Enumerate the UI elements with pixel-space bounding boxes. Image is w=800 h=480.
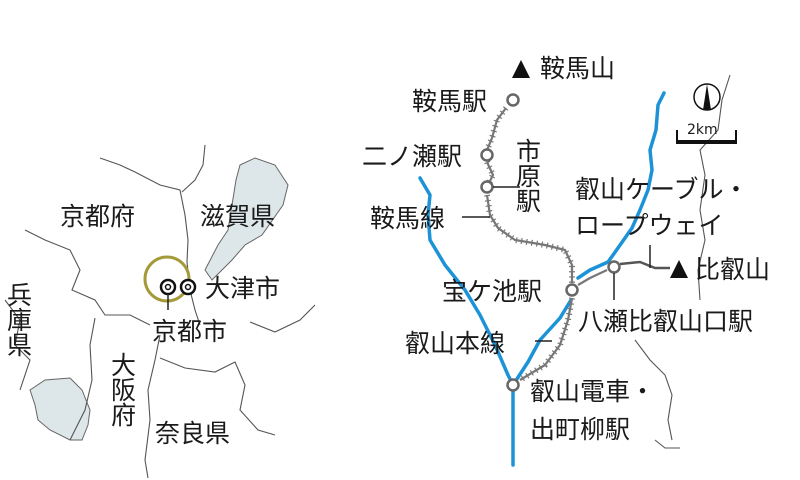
prefecture-border [249,304,316,333]
kyoto-city-marker [159,278,177,310]
yase-station-marker[interactable] [607,260,621,274]
river-branch [511,298,573,387]
detail-map: 2km 鞍馬山 鞍馬駅 二ノ瀬駅 市原駅 鞍馬線 叡山ケーブル・ ロープウェイ … [362,54,770,467]
cable-ropeway-line [619,260,670,270]
label-takaragaike-station: 宝ケ池駅 [442,277,542,306]
label-kurama-line: 鞍馬線 [370,204,445,233]
label-kyoto-city: 京都市 [152,317,227,346]
demachiyanagi-station-marker[interactable] [506,378,520,392]
boundary-line [634,339,673,441]
prefecture-border [144,334,161,479]
prefecture-border [99,157,201,326]
label-kyoto-prefecture: 京都府 [60,202,135,231]
prefecture-border [159,357,276,436]
overview-map: 京都府 滋賀県 大津市 京都市 奈良県 兵庫県 大阪府 [4,144,316,479]
mountain-icon [670,260,688,278]
takaragaike-station-marker[interactable] [565,283,579,297]
kurama-station-marker[interactable] [506,93,520,107]
label-mt-hiei: 比叡山 [695,255,770,284]
eizan-main-line-ties [518,297,575,383]
prefecture-border [4,299,31,391]
north-compass-icon [693,83,721,111]
kurama-line-track [485,107,574,283]
label-shiga-prefecture: 滋賀県 [200,202,275,231]
yase-branch-track [577,269,608,286]
osaka-bay [29,377,91,441]
label-nara-prefecture: 奈良県 [155,419,230,448]
river-kamo [418,176,515,467]
label-osaka-prefecture: 大阪府 [108,352,137,427]
ichihara-station-marker[interactable] [480,180,494,194]
ninose-station-marker[interactable] [480,148,494,162]
mountain-icon [512,60,530,78]
label-otsu-city: 大津市 [205,274,280,303]
lake-biwa [204,157,289,281]
label-mt-kurama: 鞍馬山 [540,54,615,83]
label-demachiyanagi-station: 出町柳駅 [530,415,630,444]
prefecture-border [24,229,151,326]
label-kurama-station: 鞍馬駅 [412,87,487,116]
otsu-city-marker [179,278,197,296]
scale-bar: 2km [676,122,737,144]
label-ropeway: ロープウェイ [575,211,724,240]
label-yase-hieizanguchi-station: 八瀬比叡山口駅 [578,307,753,336]
label-eizan-main-line: 叡山本線 [405,329,505,358]
boundary-line [697,74,731,301]
prefecture-border [69,317,96,441]
boundary-line [654,439,680,449]
scale-label: 2km [687,122,718,138]
label-eizan-cable: 叡山ケーブル・ [575,175,749,204]
label-ninose-station: 二ノ瀬駅 [362,142,462,171]
prefecture-border [181,144,206,193]
label-eizan-railway: 叡山電車・ [530,377,655,406]
label-hyogo-prefecture: 兵庫県 [4,282,33,357]
river-takano [576,91,666,280]
label-ichihara-station: 市原駅 [513,138,542,213]
